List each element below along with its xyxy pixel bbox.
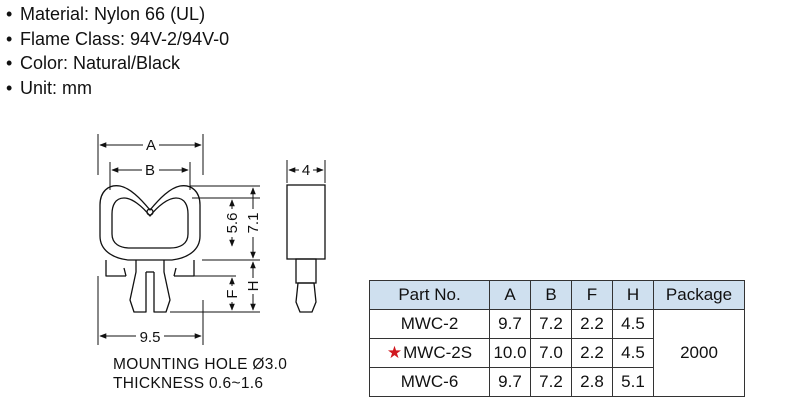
dim-label-7-1: 7.1 <box>245 213 262 234</box>
cell-part: MWC-6 <box>369 367 490 397</box>
clip-side-view <box>286 184 326 313</box>
dim-label-b: B <box>145 162 155 179</box>
spec-color: •Color: Natural/Black <box>6 53 181 73</box>
spec-material: •Material: Nylon 66 (UL) <box>6 4 206 24</box>
cell-b: 7.2 <box>530 367 572 397</box>
cell-a: 9.7 <box>489 367 531 397</box>
dim-label-h: H <box>245 281 262 292</box>
header-part-no: Part No. <box>369 280 490 310</box>
spec-list: •Material: Nylon 66 (UL) •Flame Class: 9… <box>6 2 229 100</box>
cell-f: 2.2 <box>571 309 613 339</box>
cell-part: MWC-2 <box>369 309 490 339</box>
header-f: F <box>571 280 613 310</box>
table-row: ★MWC-2S 10.0 7.0 2.2 4.5 <box>369 338 745 368</box>
dim-label-9-5: 9.5 <box>140 329 161 346</box>
cell-a: 10.0 <box>489 338 531 368</box>
dim-label-a: A <box>146 137 156 154</box>
cell-package: 2000 <box>653 309 745 397</box>
clip-front-view <box>99 185 201 313</box>
header-h: H <box>612 280 654 310</box>
dim-label-4: 4 <box>302 162 310 179</box>
cell-h: 5.1 <box>612 367 654 397</box>
spec-unit: •Unit: mm <box>6 77 92 98</box>
table-row: MWC-2 9.7 7.2 2.2 4.5 2000 <box>369 309 745 397</box>
cell-b: 7.0 <box>530 338 572 368</box>
spec-flame-class: •Flame Class: 94V-2/94V-0 <box>6 28 230 49</box>
cell-b: 7.2 <box>530 309 572 339</box>
cell-h: 4.5 <box>612 338 654 368</box>
cell-part: ★MWC-2S <box>369 338 490 368</box>
cell-a: 9.7 <box>489 309 531 339</box>
dimension-lines <box>97 134 326 345</box>
cell-h: 4.5 <box>612 309 654 339</box>
star-icon: ★ <box>386 343 403 362</box>
thickness-text: THICKNESS 0.6~1.6 <box>113 375 264 392</box>
mounting-info: MOUNTING HOLE Ø3.0 THICKNESS 0.6~1.6 <box>113 355 287 393</box>
header-b: B <box>530 280 572 310</box>
parts-table: Part No. A B F H Package MWC-2 9.7 7.2 2… <box>369 280 745 397</box>
table-row: MWC-6 9.7 7.2 2.8 5.1 <box>369 367 745 397</box>
cell-f: 2.8 <box>571 367 613 397</box>
dim-label-f: F <box>224 289 241 298</box>
header-a: A <box>489 280 531 310</box>
header-package: Package <box>653 280 745 310</box>
cell-f: 2.2 <box>571 338 613 368</box>
mounting-hole-text: MOUNTING HOLE Ø3.0 <box>113 356 288 373</box>
dimension-labels: A B 4 5.6 7.1 F H 9.5 <box>136 135 313 346</box>
dim-label-5-6: 5.6 <box>224 213 241 234</box>
table-header-row: Part No. A B F H Package <box>369 280 745 310</box>
